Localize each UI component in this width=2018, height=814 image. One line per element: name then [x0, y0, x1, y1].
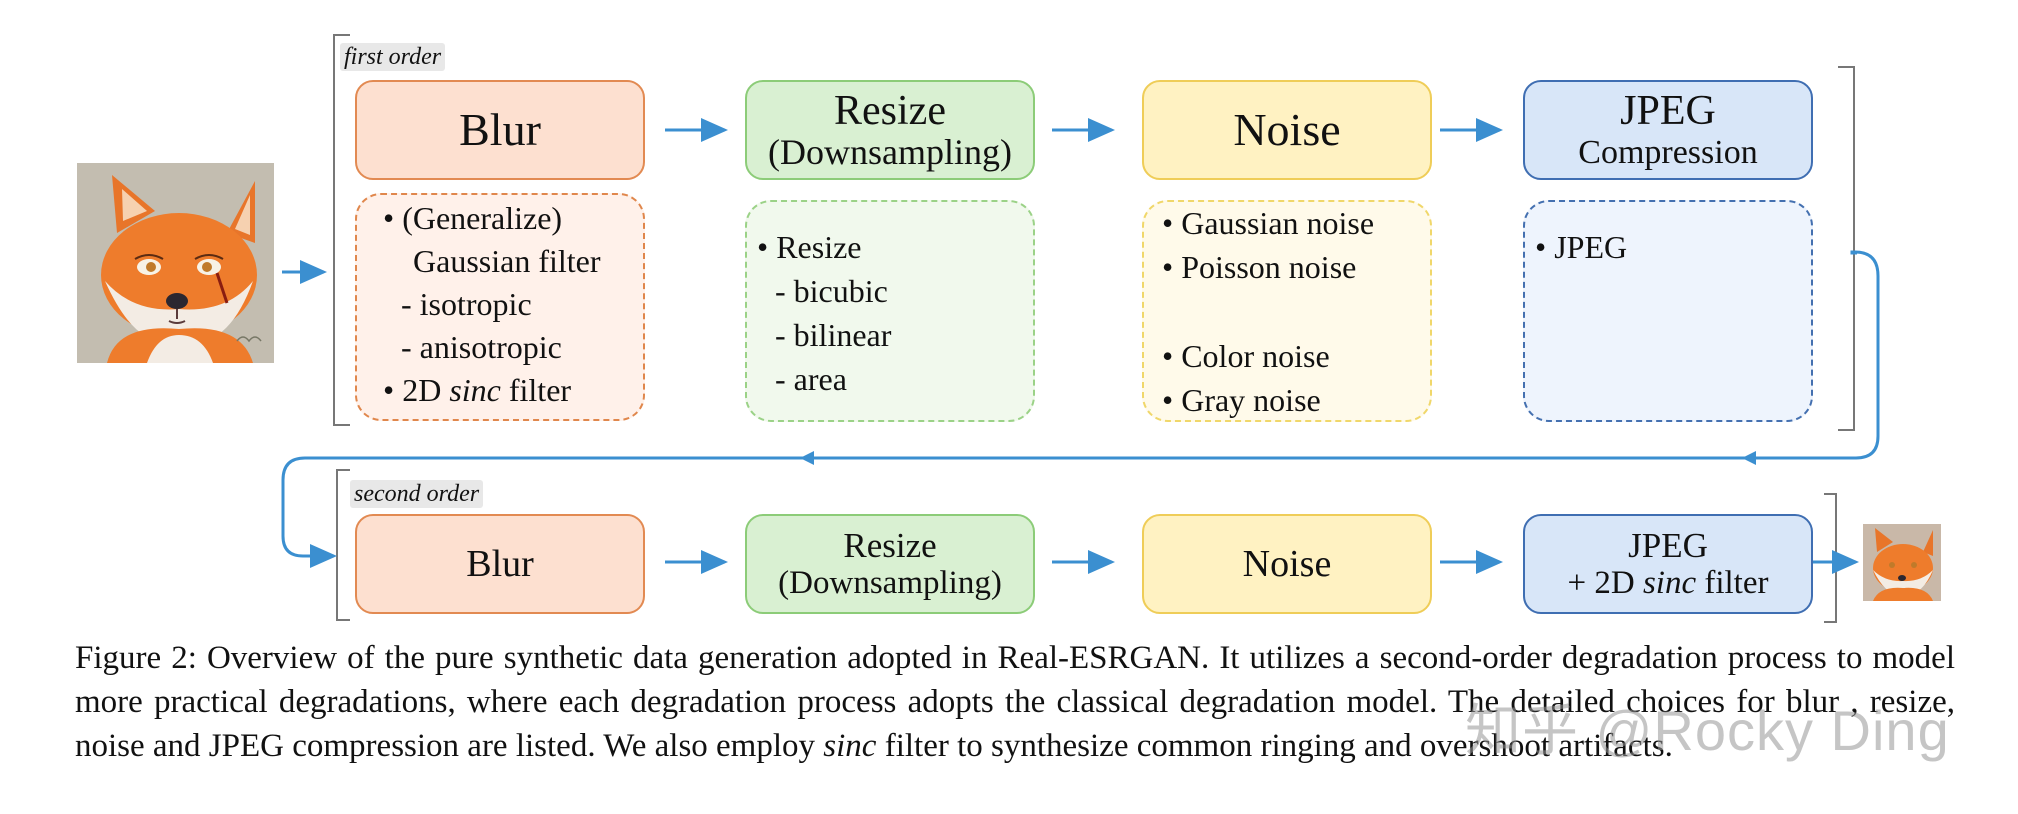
first-order-bracket-right	[1838, 66, 1855, 431]
stage-noise-first-title: Noise	[1233, 104, 1341, 155]
options-noise-line-3: • Color noise	[1162, 338, 1330, 374]
first-order-label: first order	[340, 43, 446, 71]
return-arrowhead-right	[1742, 451, 1756, 465]
caption-text-suffix: filter to synthesize common ringing and …	[876, 728, 1673, 764]
stage-jpeg-second-subtitle: + 2D sinc filter	[1567, 567, 1768, 600]
first-order-bracket	[333, 34, 350, 426]
stage-resize-first-subtitle: (Downsampling)	[768, 132, 1012, 172]
stage-noise-second: Noise	[1142, 514, 1432, 614]
options-blur-line-sinc: • 2D sinc filter	[383, 372, 572, 408]
input-fox-image	[77, 163, 274, 363]
stage-noise-first: Noise	[1142, 80, 1432, 180]
options-blur-item-gaussian: Gaussian filter	[413, 243, 601, 279]
caption-text-sinc: sinc	[823, 728, 877, 764]
stage-jpeg-second-sub-post: filter	[1704, 565, 1769, 601]
options-resize: • Resize - bicubic - bilinear - area	[745, 200, 1035, 422]
options-resize-item-area: - area	[775, 361, 847, 397]
options-blur-item-filter: filter	[508, 372, 572, 408]
stage-jpeg-first-title: JPEG	[1620, 88, 1716, 134]
arrow-first-to-second-order	[281, 250, 1880, 568]
stage-blur-first-title: Blur	[459, 104, 541, 155]
options-noise-line-2: • Poisson noise	[1162, 249, 1357, 285]
options-blur: • (Generalize) Gaussian filter - isotrop…	[355, 193, 645, 421]
stage-blur-second-title: Blur	[466, 543, 534, 585]
stage-jpeg-first: JPEG Compression	[1523, 80, 1813, 180]
options-noise-line-1: • Gaussian noise	[1162, 205, 1375, 241]
stage-blur-first: Blur	[355, 80, 645, 180]
caption-text-prefix: Figure 2: Overview of the pure synthetic…	[75, 640, 1955, 764]
return-arrowhead-left	[800, 451, 814, 465]
stage-jpeg-first-subtitle: Compression	[1578, 134, 1758, 171]
output-fox-image	[1863, 524, 1941, 601]
figure-caption: Figure 2: Overview of the pure synthetic…	[75, 636, 1955, 768]
options-noise-item-gray: Gray noise	[1181, 382, 1321, 418]
second-order-label: second order	[350, 480, 484, 508]
stage-resize-second: Resize (Downsampling)	[745, 514, 1035, 614]
options-noise-item-gaussian: Gaussian noise	[1181, 205, 1375, 241]
stage-resize-first-title: Resize	[834, 88, 946, 134]
options-resize-item-bicubic: - bicubic	[775, 273, 888, 309]
stage-noise-second-title: Noise	[1242, 543, 1332, 585]
options-resize-item-resize: Resize	[776, 229, 862, 265]
second-order-bracket	[336, 469, 350, 621]
options-blur-item-anisotropic: - anisotropic	[401, 329, 562, 365]
options-blur-item-2d: 2D	[402, 372, 442, 408]
stage-jpeg-second-title: JPEG	[1628, 526, 1708, 565]
stage-resize-first: Resize (Downsampling)	[745, 80, 1035, 180]
options-blur-item-isotropic: - isotropic	[401, 286, 532, 322]
watermark: 知乎 @Rocky Ding	[1465, 699, 1950, 762]
stage-jpeg-second: JPEG + 2D sinc filter	[1523, 514, 1813, 614]
stage-resize-second-subtitle: (Downsampling)	[778, 565, 1002, 601]
stage-jpeg-second-sub-pre: + 2D	[1567, 565, 1635, 601]
stage-resize-second-title: Resize	[843, 526, 937, 565]
options-noise-item-color: Color noise	[1181, 338, 1330, 374]
options-blur-item-sinc: sinc	[449, 372, 501, 408]
options-jpeg-line-1: • JPEG	[1535, 229, 1628, 265]
options-blur-line-1: • (Generalize)	[383, 200, 563, 236]
options-blur-item-generalize: (Generalize)	[402, 200, 563, 236]
options-noise: • Gaussian noise • Poisson noise • Color…	[1142, 200, 1432, 422]
options-jpeg: • JPEG	[1523, 200, 1813, 422]
second-order-bracket-right	[1824, 493, 1837, 623]
options-jpeg-item-jpeg: JPEG	[1554, 229, 1628, 265]
options-noise-item-poisson: Poisson noise	[1181, 249, 1357, 285]
options-resize-item-bilinear: - bilinear	[775, 317, 892, 353]
stage-blur-second: Blur	[355, 514, 645, 614]
options-noise-line-4: • Gray noise	[1162, 382, 1321, 418]
options-resize-line-1: • Resize	[757, 229, 862, 265]
stage-jpeg-second-sub-em: sinc	[1642, 565, 1697, 601]
